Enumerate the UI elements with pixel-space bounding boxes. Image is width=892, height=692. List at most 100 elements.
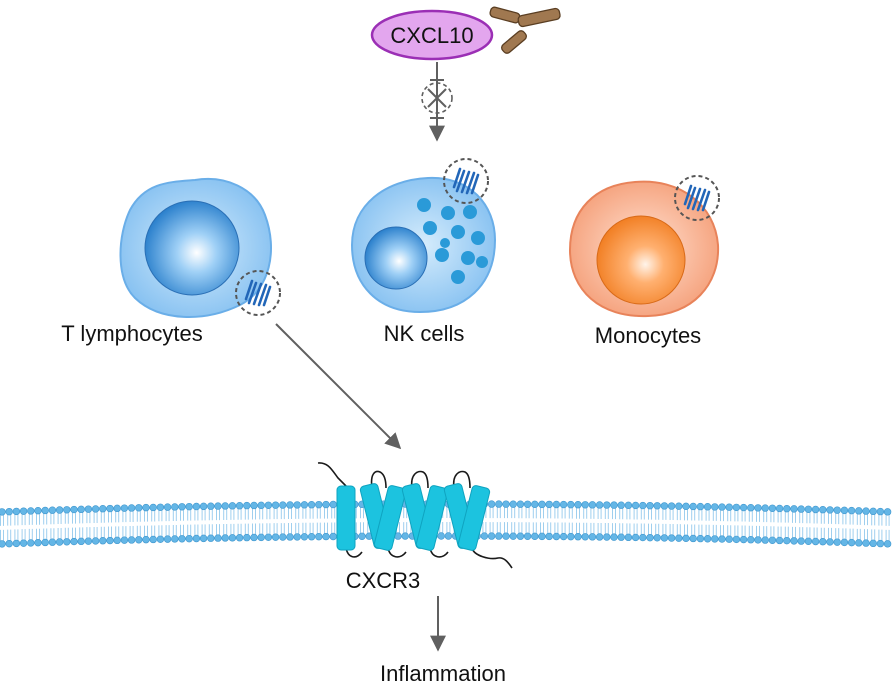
- t-lymphocytes-label: T lymphocytes: [61, 321, 202, 346]
- lipid-head: [718, 503, 726, 511]
- lipid-head: [682, 502, 690, 511]
- lipid-head: [55, 538, 64, 546]
- lipid-head: [862, 539, 870, 547]
- lipid-head: [790, 505, 798, 513]
- lipid-head: [833, 538, 841, 546]
- lipid-head: [142, 535, 150, 544]
- lipid-head: [55, 506, 64, 514]
- lipid-head: [185, 502, 193, 511]
- lipid-head: [228, 502, 237, 510]
- lipid-head: [156, 503, 165, 511]
- lipid-head: [783, 504, 791, 513]
- lipid-head: [19, 507, 28, 515]
- lipid-head: [214, 502, 222, 510]
- lipid-head: [192, 502, 201, 511]
- lipid-head: [135, 504, 143, 512]
- lipid-head: [595, 501, 604, 509]
- lipid-head: [77, 505, 85, 514]
- lipid-head: [711, 535, 719, 543]
- lipid-head: [502, 500, 510, 508]
- lipid-head: [531, 532, 539, 541]
- lipid-head: [221, 502, 229, 510]
- lipid-head: [783, 536, 791, 545]
- lipid-head: [509, 532, 517, 540]
- lipid-head: [315, 532, 323, 541]
- cxcl10-ligand: CXCL10: [370, 9, 494, 61]
- lipid-head: [552, 500, 561, 509]
- lipid-head: [588, 501, 597, 509]
- lipid-head: [41, 506, 49, 515]
- lipid-head: [646, 533, 654, 542]
- lipid-head: [516, 532, 525, 540]
- lipid-head: [106, 536, 114, 545]
- lipid-head: [163, 535, 172, 543]
- lipid-head: [0, 508, 6, 516]
- lipid-head: [768, 504, 777, 512]
- lipid-head: [279, 533, 287, 541]
- lipid-head: [163, 503, 172, 511]
- lipid-head: [329, 532, 337, 541]
- lipid-head: [106, 504, 114, 513]
- lipid-head: [480, 532, 489, 540]
- lipid-head: [444, 532, 453, 540]
- lipid-head: [876, 507, 885, 516]
- receptor-icon: [674, 175, 720, 221]
- lipid-head: [603, 501, 611, 509]
- lipid-head: [703, 535, 712, 543]
- lipid-head: [811, 505, 820, 514]
- lipid-head: [603, 533, 611, 541]
- lipid-head: [192, 534, 201, 543]
- lipid-head: [48, 506, 57, 514]
- lipid-head: [178, 535, 186, 543]
- lipid-head: [624, 533, 633, 542]
- lipid-head: [185, 534, 193, 543]
- lipid-head: [235, 534, 244, 542]
- lipid-head: [199, 534, 208, 543]
- lipid-head: [581, 533, 589, 541]
- nk-cell: [350, 158, 497, 314]
- lipid-head: [523, 500, 532, 508]
- lipid-head: [250, 533, 258, 542]
- lipid-head: [221, 534, 229, 542]
- lipid-head: [545, 500, 553, 509]
- lipid-head: [869, 539, 877, 548]
- lipid-head: [5, 507, 13, 516]
- lipid-head: [531, 500, 539, 509]
- lipid-head: [34, 506, 42, 515]
- lipid-head: [257, 533, 265, 542]
- lipid-head: [77, 537, 85, 546]
- lipid-head: [855, 539, 863, 547]
- lipid-head: [847, 538, 856, 547]
- lipid-head: [682, 534, 690, 543]
- lipid-head: [257, 501, 265, 510]
- lipid-head: [300, 501, 309, 509]
- lipid-head: [243, 533, 251, 542]
- cxcl10-label: CXCL10: [390, 23, 473, 48]
- lipid-head: [293, 501, 301, 509]
- lipid-head: [624, 501, 633, 510]
- lipid-head: [509, 500, 517, 508]
- receptor-icon: [235, 270, 281, 316]
- cell-membrane: [0, 500, 892, 548]
- lipid-head: [0, 540, 6, 548]
- lipid-head: [675, 534, 683, 542]
- lipid-head: [761, 504, 769, 512]
- lipid-head: [207, 502, 215, 510]
- lipid-head: [5, 539, 13, 548]
- lipid-head: [675, 502, 683, 510]
- lipid-head: [264, 501, 273, 509]
- lipid-head: [48, 538, 57, 546]
- lipid-head: [559, 532, 568, 541]
- lipid-head: [127, 536, 136, 544]
- lipid-head: [574, 533, 582, 541]
- lipid-head: [775, 536, 784, 545]
- lipid-head: [286, 501, 294, 509]
- lipid-head: [27, 507, 35, 515]
- lipid-head: [70, 537, 78, 546]
- lipid-head: [581, 501, 589, 509]
- lipid-head: [19, 539, 28, 547]
- lipid-head: [559, 500, 568, 509]
- lipid-head: [315, 500, 323, 509]
